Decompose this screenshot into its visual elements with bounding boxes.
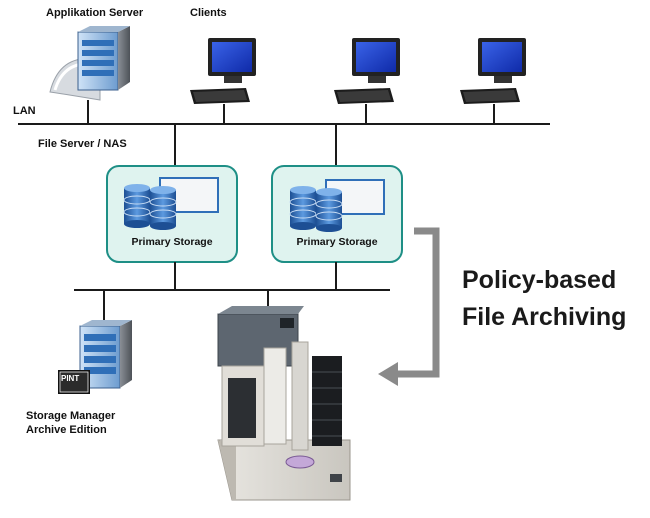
storage-manager-label-line1: Storage Manager <box>26 410 116 422</box>
primary-storage-label-2: Primary Storage <box>296 236 378 248</box>
app-server-label: Applikation Server <box>46 7 144 19</box>
policy-title-line2: File Archiving <box>462 303 627 331</box>
primary-storage-box-1 <box>106 165 238 263</box>
archiving-arrow-icon <box>396 227 440 378</box>
primary-storage-box-2 <box>271 165 403 263</box>
file-server-label: File Server / NAS <box>38 138 127 150</box>
primary-storage-label-1: Primary Storage <box>131 236 213 248</box>
pint-logo-icon <box>58 370 90 394</box>
storage-network-lines <box>74 262 390 322</box>
client-workstation-2 <box>334 38 400 104</box>
application-server-icon <box>49 26 130 101</box>
storage-manager-label-line2: Archive Edition <box>26 424 107 436</box>
disk-stack-icon <box>123 184 177 230</box>
clients-label: Clients <box>190 7 227 19</box>
pint-logo-text: PINT <box>61 374 80 383</box>
disc-publisher-icon <box>217 306 351 501</box>
lan-network-lines <box>18 100 550 166</box>
client-workstation-1 <box>190 38 256 104</box>
disk-stack-icon <box>289 186 343 232</box>
arrow-head-icon <box>378 362 398 386</box>
lan-label: LAN <box>13 105 36 117</box>
storage-manager-server-icon <box>79 320 132 389</box>
client-workstation-3 <box>460 38 526 104</box>
policy-title-line1: Policy-based <box>462 266 617 294</box>
